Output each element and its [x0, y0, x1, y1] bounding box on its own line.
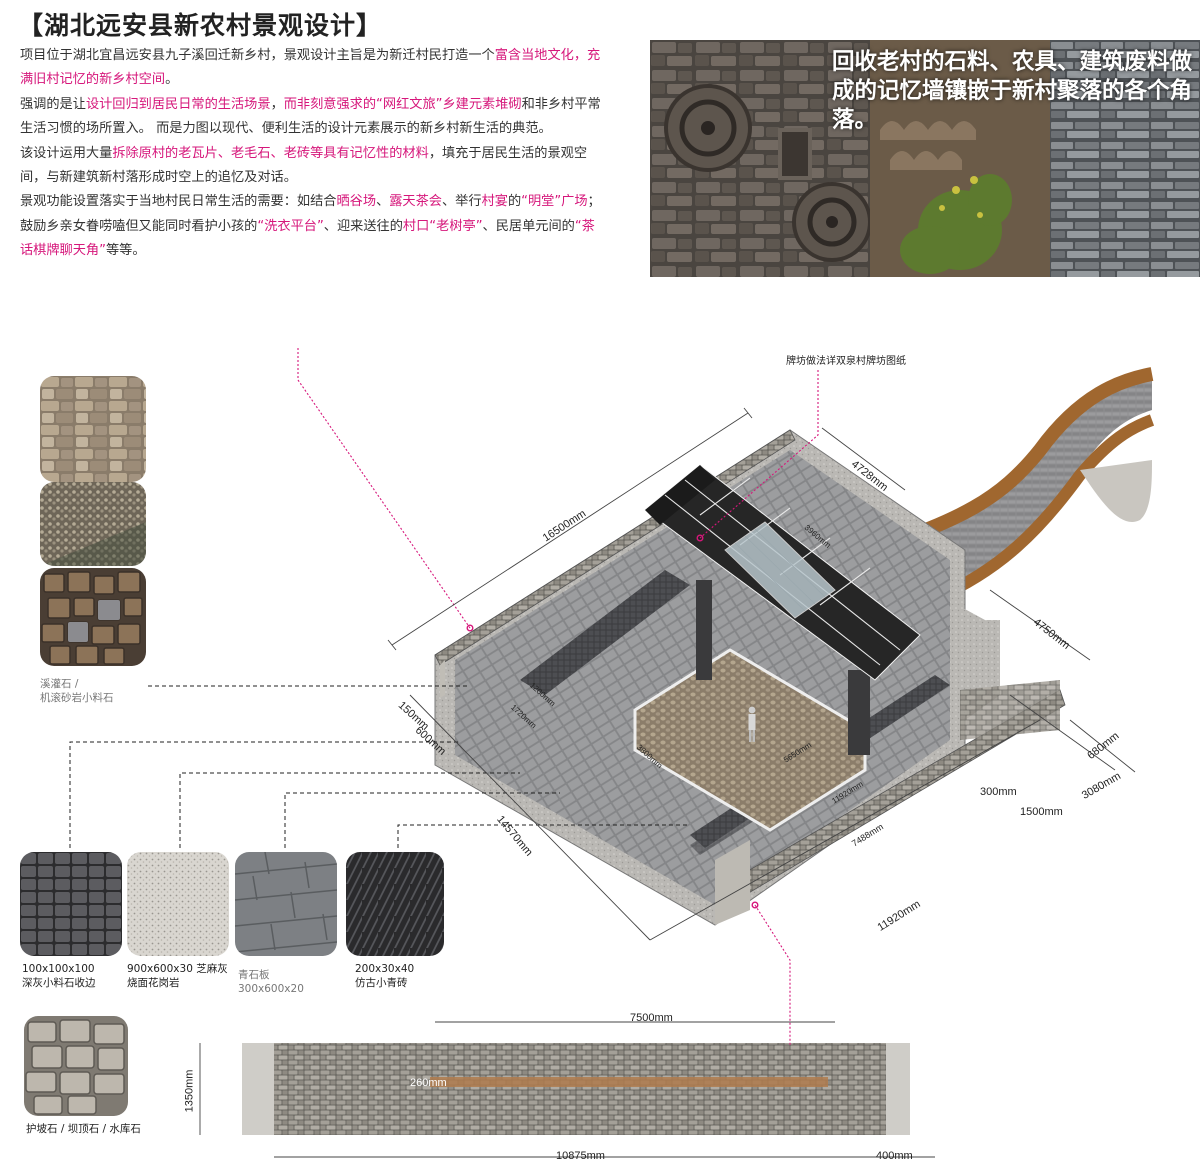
dim-400: 400mm — [876, 1150, 913, 1162]
dark-strip-left — [520, 570, 690, 695]
dark-gray-stone-swatch — [20, 852, 122, 956]
granite-swatch — [127, 852, 229, 956]
dimension-lines — [199, 407, 1136, 1158]
material-2-size: 900x600x30 芝麻灰 — [127, 963, 228, 975]
material-2-name: 烧面花岗岩 — [127, 977, 180, 989]
annotation-leaders — [297, 348, 819, 1045]
material-3-name: 青石板 — [238, 969, 270, 981]
stream-stone-label: 溪灌石 / — [40, 678, 79, 690]
wall-east — [960, 680, 1060, 740]
material-3-size: 300x600x20 — [238, 983, 304, 995]
human-figure — [748, 706, 756, 742]
material-leaders — [69, 685, 690, 848]
dim-10875: 10875mm — [556, 1150, 605, 1162]
intro-paragraph-3: 该设计运用大量拆除原村的老瓦片、老毛石、老砖等具有记忆性的材料，填充于居民生活的… — [20, 145, 588, 186]
intro-paragraph-2: 强调的是让设计回归到居民日常的生活场景，而非刻意强求的“网红文旅”乡建元素堆砌和… — [20, 96, 601, 137]
dim-7500: 7500mm — [630, 1012, 673, 1024]
tile-plant-photo — [870, 40, 1050, 277]
dim-1500: 1500mm — [1020, 806, 1063, 818]
dim-260: 260mm — [410, 1077, 447, 1089]
material-1-name: 深灰小料石收边 — [22, 977, 96, 989]
wall-bottom-face — [715, 840, 750, 925]
material-5-name: 护坡石 / 坝顶石 / 水库石 — [26, 1123, 141, 1135]
bluestone-slab-swatch — [235, 852, 337, 956]
stream-stone-label-2: 机滚砂岩小料石 — [40, 692, 114, 704]
dim-300: 300mm — [980, 786, 1017, 798]
cobble-cube-swatch — [40, 568, 146, 666]
material-4-size: 200x30x40 — [355, 963, 415, 975]
memorial-gate — [644, 464, 921, 755]
wall-left-face — [440, 660, 445, 698]
page-title: 【湖北远安县新农村景观设计】 — [18, 11, 383, 40]
intro-text: 项目位于湖北宜昌远安县九子溪回迁新乡村，景观设计主旨是为新迁村民打造一个富含当地… — [20, 44, 602, 264]
material-4-name: 仿古小青砖 — [355, 977, 408, 989]
gate-annotation: 牌坊做法详双泉村牌坊图纸 — [786, 356, 906, 367]
stacked-stone-photo — [1050, 40, 1200, 277]
rubble-stone-swatch — [24, 1016, 128, 1116]
memory-wall-photos — [650, 40, 1200, 277]
millstone-wall-photo — [650, 40, 870, 277]
axonometric-plan — [69, 348, 1155, 1158]
wall-elevation — [242, 1043, 910, 1135]
photo-caption: 回收老村的石料、农具、建筑废料做成的记忆墙镶嵌于新村聚落的各个角落。 — [832, 49, 1193, 133]
pebble-swatch — [40, 482, 146, 566]
stone-swatch-1 — [40, 376, 146, 482]
material-1-size: 100x100x100 — [22, 963, 95, 975]
intro-paragraph-4: 景观功能设置落实于当地村民日常生活的需要：如结合晒谷场、露天茶会、举行村宴的“明… — [20, 194, 601, 259]
intro-paragraph-1: 项目位于湖北宜昌远安县九子溪回迁新乡村，景观设计主旨是为新迁村民打造一个富含当地… — [20, 48, 601, 88]
dim-1350: 1350mm — [183, 1069, 196, 1113]
antique-brick-swatch — [346, 852, 444, 956]
